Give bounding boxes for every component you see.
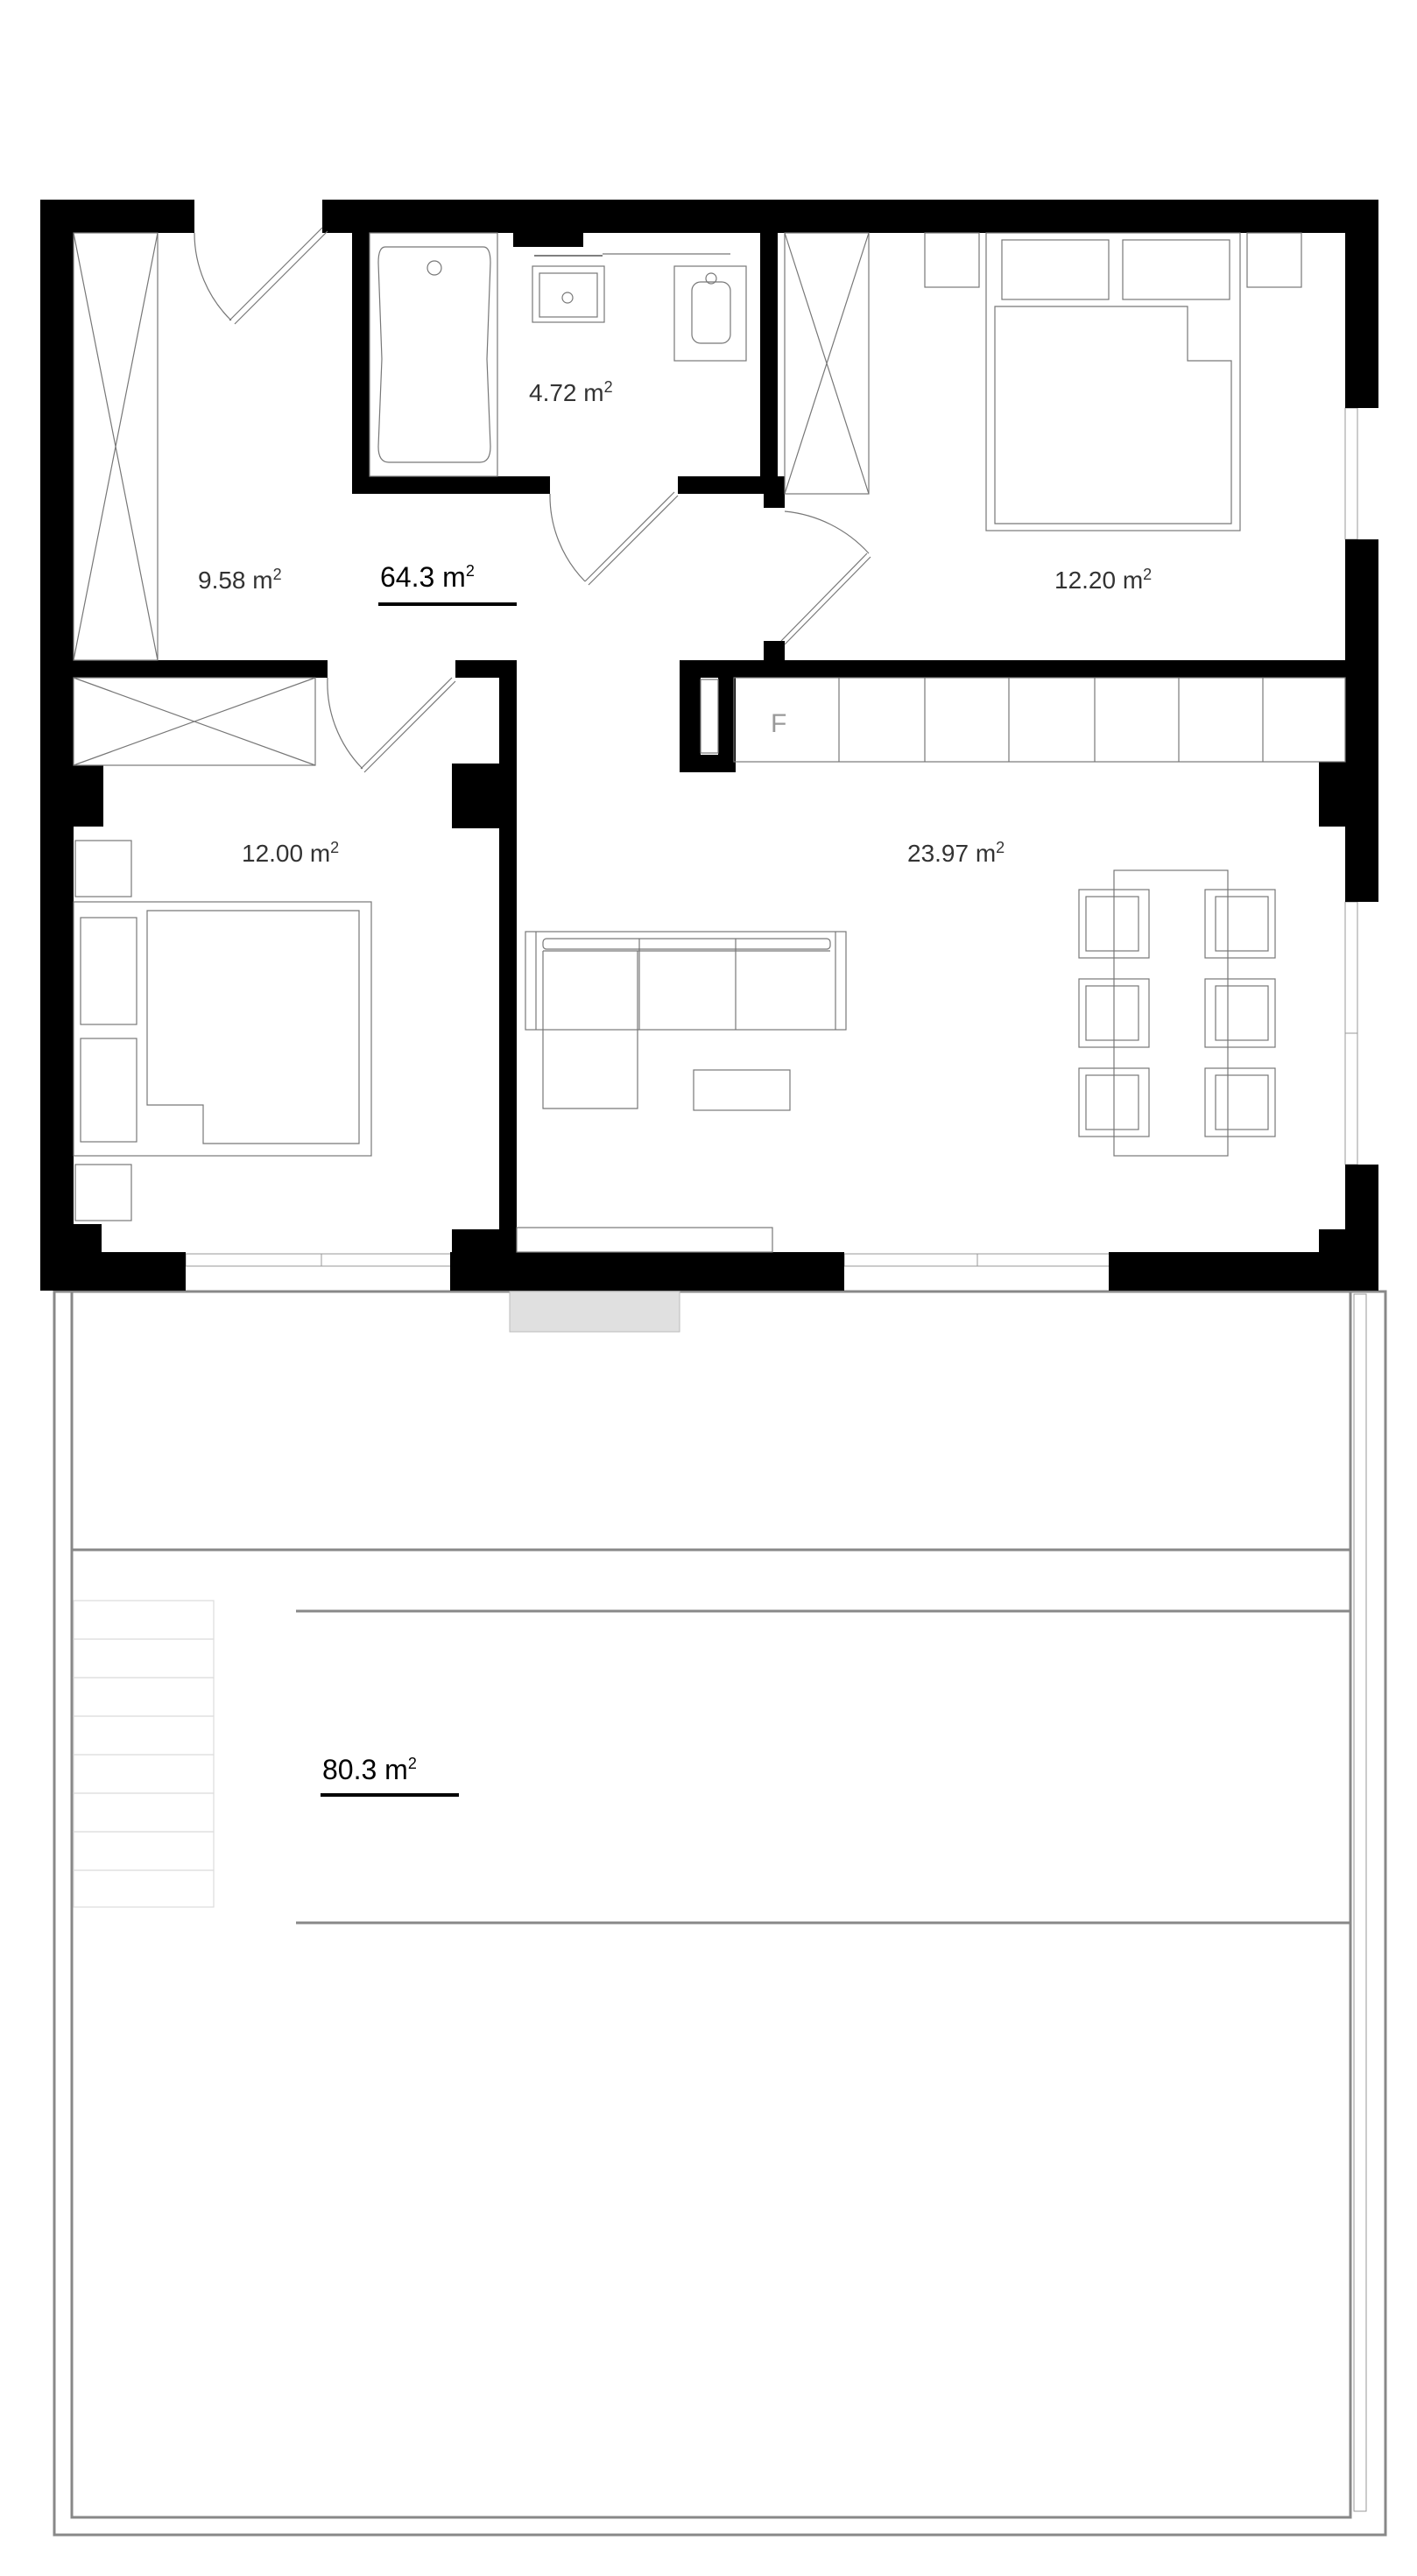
terrace (53, 1290, 1387, 2537)
door-swing-icon (549, 491, 679, 586)
total-area-apartment: 64.3 m2 (380, 561, 475, 593)
terrace-railing (1353, 1293, 1367, 2512)
wardrobe (784, 232, 870, 495)
terrace-steps (73, 1600, 215, 1908)
coffee-table (693, 1069, 791, 1111)
labels: F 4.72 m2 9.58 m2 12.20 m2 12.00 m2 23.9… (198, 378, 1152, 1797)
furniture (73, 232, 1346, 1253)
area-label-hall: 9.58 m2 (198, 566, 282, 594)
door-swing-icon (780, 510, 871, 645)
bed-icon (924, 232, 1302, 531)
area-label-living: 23.97 m2 (907, 839, 1005, 867)
bed-icon (73, 840, 372, 1221)
sink-icon (532, 253, 730, 323)
total-area-apartment-underline (378, 602, 517, 606)
fridge-label: F (771, 709, 786, 738)
kitchen-counter (700, 677, 1346, 763)
walls (40, 200, 1378, 1291)
area-label-bathroom: 4.72 m2 (529, 378, 613, 406)
door-swing-icon (194, 227, 328, 325)
wardrobe (73, 232, 159, 661)
area-label-bedroom-main: 12.20 m2 (1054, 566, 1152, 594)
total-area-terrace-underline (321, 1793, 459, 1797)
area-label-bedroom-second: 12.00 m2 (242, 839, 339, 867)
entrance-step (509, 1291, 680, 1333)
bathtub-icon (369, 232, 498, 477)
doors (194, 227, 871, 773)
sofa-icon (525, 931, 847, 1109)
total-area-terrace: 80.3 m2 (322, 1754, 417, 1785)
wardrobe (73, 677, 316, 766)
door-swing-icon (327, 677, 456, 773)
dining-table-icon (1078, 869, 1276, 1157)
toilet-icon (673, 265, 747, 362)
tv-unit (516, 1227, 773, 1253)
